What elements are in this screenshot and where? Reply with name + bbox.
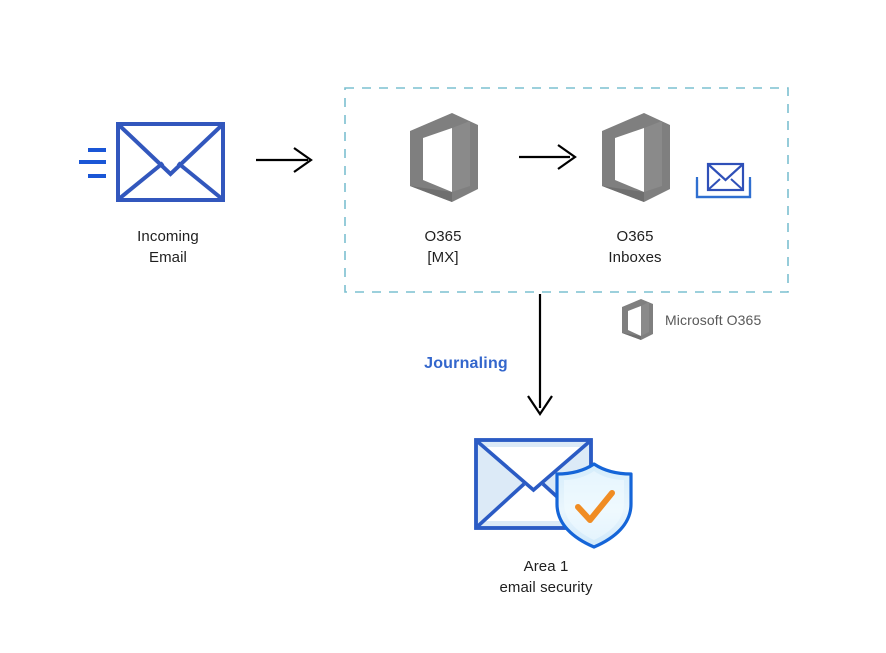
inbox-tray-envelope-icon — [695, 162, 752, 199]
microsoft-o365-boundary-box — [344, 87, 789, 293]
speed-lines-icon — [79, 148, 106, 178]
arrow-inboxes-to-area1 — [527, 294, 553, 416]
legend-microsoft-o365-label: Microsoft O365 — [665, 312, 762, 328]
arrow-mx-to-inboxes — [519, 144, 577, 170]
shield-check-icon — [555, 462, 633, 549]
o365-inboxes-icon — [602, 113, 670, 202]
journaling-connector-label: Journaling — [424, 355, 508, 372]
incoming-email-label: Incoming Email — [137, 228, 199, 266]
envelope-icon — [116, 122, 225, 202]
o365-mx-label: O365 [MX] — [424, 228, 462, 266]
area1-email-security-label: Area 1 email security — [499, 558, 593, 596]
legend-o365-icon — [622, 299, 653, 340]
arrow-incoming-to-mx — [256, 147, 313, 173]
o365-inboxes-label: O365 Inboxes — [608, 228, 662, 266]
area1-email-security-icon — [474, 438, 633, 549]
incoming-email-icon — [79, 122, 225, 202]
o365-mx-icon — [410, 113, 478, 202]
